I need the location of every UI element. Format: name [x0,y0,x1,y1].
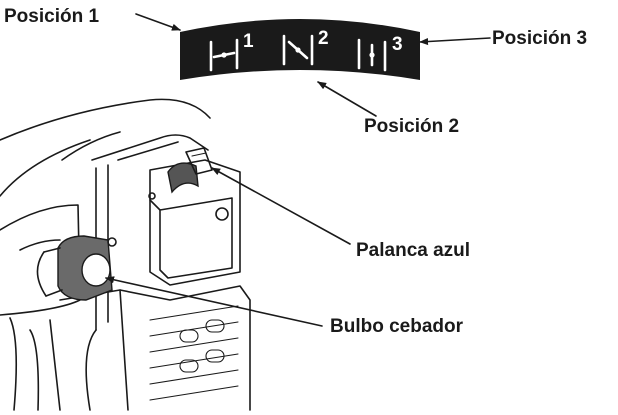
label-primer-bulb: Bulbo cebador [330,316,464,337]
blue-lever-arrow [211,167,351,245]
callout-arrows [105,13,491,327]
position-number-1: 1 [243,31,254,52]
primer-bulb[interactable] [81,253,111,287]
engine-illustration [0,98,251,411]
choke-closed-icon [209,38,239,72]
choke-half-icon [282,34,314,66]
label-position-2: Posición 2 [364,116,459,137]
choke-open-icon [357,38,387,72]
primer-bulb-arrow [105,276,323,327]
label-position-3: Posición 3 [492,28,587,49]
cooling-fins [149,305,239,401]
position-1-arrow [135,13,181,31]
label-blue-lever: Palanca azul [356,240,470,261]
label-position-1: Posición 1 [4,6,99,27]
position-number-3: 3 [392,34,403,55]
position-number-2: 2 [318,28,329,49]
position-2-arrow [317,81,377,117]
position-3-arrow [419,37,491,46]
position-selector-plate: 1 2 3 [180,19,420,80]
